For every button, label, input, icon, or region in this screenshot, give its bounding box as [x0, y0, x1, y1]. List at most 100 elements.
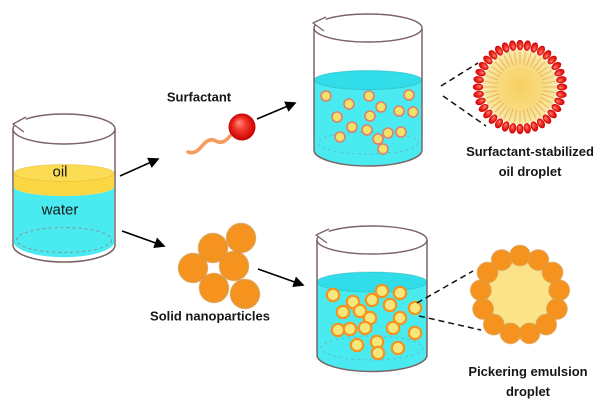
surfactant-tail-line [508, 53, 514, 66]
surfactant-tail-line [503, 55, 511, 68]
surfactant-tail-line [529, 106, 537, 119]
pickering-droplet-label-line2: droplet [505, 384, 551, 399]
surfactant-head-bead [516, 39, 524, 51]
surfactant-heads-ring [472, 39, 568, 135]
surfactant-head-bead [556, 90, 567, 98]
oil-droplet [407, 106, 419, 118]
surfactant-head-bead [488, 50, 498, 60]
surfactant-tail-line [523, 51, 526, 65]
surfactant-tail-line [484, 90, 498, 93]
surfactant-head-bead [556, 76, 567, 84]
surfactant-head-bead [473, 76, 484, 84]
oil-label: oil [52, 163, 68, 181]
surfactant-tail-line [542, 81, 556, 84]
oil-droplet [372, 133, 384, 145]
surfactant-head-bead [483, 109, 493, 119]
surfactant-head-bead [530, 42, 539, 53]
surfactant-tail-line [542, 90, 556, 93]
surfactant-head-bead [536, 118, 546, 129]
surfactant-tail-line [486, 93, 499, 99]
nanoparticle [177, 252, 209, 284]
beaker-outline [12, 129, 116, 263]
beaker-inner-bottom-line [15, 226, 113, 254]
surfactant-tail-line [539, 70, 552, 78]
surfactant-tail-line [533, 58, 542, 69]
pickering-droplet-label-line1: Pickering emulsion [468, 364, 588, 379]
surfactant-head-bead [554, 97, 565, 106]
surfactant-head-bead [494, 118, 504, 129]
surfactant-head-bead [516, 123, 524, 135]
surfactant-tail-line [514, 109, 517, 123]
oil-surface [13, 164, 115, 182]
oil-droplet [346, 121, 358, 133]
surfactant-tail-line [491, 100, 502, 109]
surfactant-head-bead [494, 45, 504, 56]
surfactant-head-bead [530, 121, 539, 132]
surfactant-label: Surfactant [166, 89, 232, 105]
oil-droplet [357, 320, 373, 336]
dashed-line-bottom-upper [416, 270, 474, 304]
nanoparticle [218, 250, 250, 282]
nanoparticle-cluster-icon [177, 222, 261, 310]
surfactant-head-bead [472, 83, 484, 91]
oil-droplet [320, 90, 332, 102]
surfactant-head-bead [478, 103, 489, 113]
nanoparticle [198, 272, 230, 304]
oil-droplet [335, 304, 351, 320]
surfactant-droplet-label-line2: oil droplet [498, 164, 562, 179]
surfactant-tail-line [491, 65, 502, 74]
surfactant-droplet-label-line1: Surfactant-stabilized [466, 144, 594, 159]
surfactant-tails-ring [484, 51, 556, 123]
pickering-emulsion-beaker [315, 225, 428, 373]
oil-droplet [342, 321, 358, 337]
oil-droplet [382, 127, 394, 139]
oil-droplet [377, 143, 389, 155]
oil-droplet [363, 90, 375, 102]
surfactant-tail-line [503, 106, 511, 119]
oil-droplet [331, 111, 343, 123]
surfactant-head-bead [547, 55, 557, 65]
surfactant-tail-line [498, 105, 507, 116]
beaker-spout [312, 16, 327, 32]
emulsion-droplets [325, 283, 423, 361]
surfactant-head-bead [478, 61, 489, 71]
oil-droplet-core [483, 258, 557, 332]
surfactant-head-bead [523, 40, 531, 51]
surfactant-tail-line [541, 75, 554, 81]
oil-droplet [370, 345, 386, 361]
surfactant-tail-line [488, 70, 501, 78]
surfactant-head-bead [542, 50, 552, 60]
beaker-spout [315, 228, 330, 244]
solid-nanoparticles-label: Solid nanoparticles [150, 308, 270, 324]
oil-droplet [375, 101, 387, 113]
beaker-inner-bottom-line [320, 335, 424, 361]
surfactant-tail-line [533, 105, 542, 116]
nanoparticle [197, 232, 229, 264]
oil-droplet [343, 98, 355, 110]
surfactant-tail-line [498, 58, 507, 69]
pickering-droplet-icon [469, 244, 571, 345]
surfactant-head-bead [501, 121, 510, 132]
surfactant-head-bead [523, 123, 531, 134]
surfactant-head-bead [473, 90, 484, 98]
oil-droplet [392, 310, 408, 326]
oil-droplet [361, 124, 373, 136]
surfactant-tail-line [539, 96, 552, 104]
surfactant-head-bead [483, 55, 493, 65]
oil-droplet [385, 320, 401, 336]
beaker-outline [316, 240, 428, 373]
oil-droplet [364, 292, 380, 308]
surfactant-emulsion-beaker [312, 13, 423, 167]
oil-droplet [407, 325, 423, 341]
surfactant-tail-line [508, 108, 514, 121]
surfactant-tail-line [541, 93, 554, 99]
surfactant-molecule-icon [186, 113, 256, 155]
surfactant-tail [186, 134, 232, 155]
surfactant-head-bead [536, 45, 546, 56]
oil-droplet [374, 283, 390, 299]
shell-nanoparticle [527, 249, 550, 271]
oil-droplet [392, 285, 408, 301]
beaker-outline [313, 28, 423, 167]
shell-nanoparticle [482, 313, 505, 336]
